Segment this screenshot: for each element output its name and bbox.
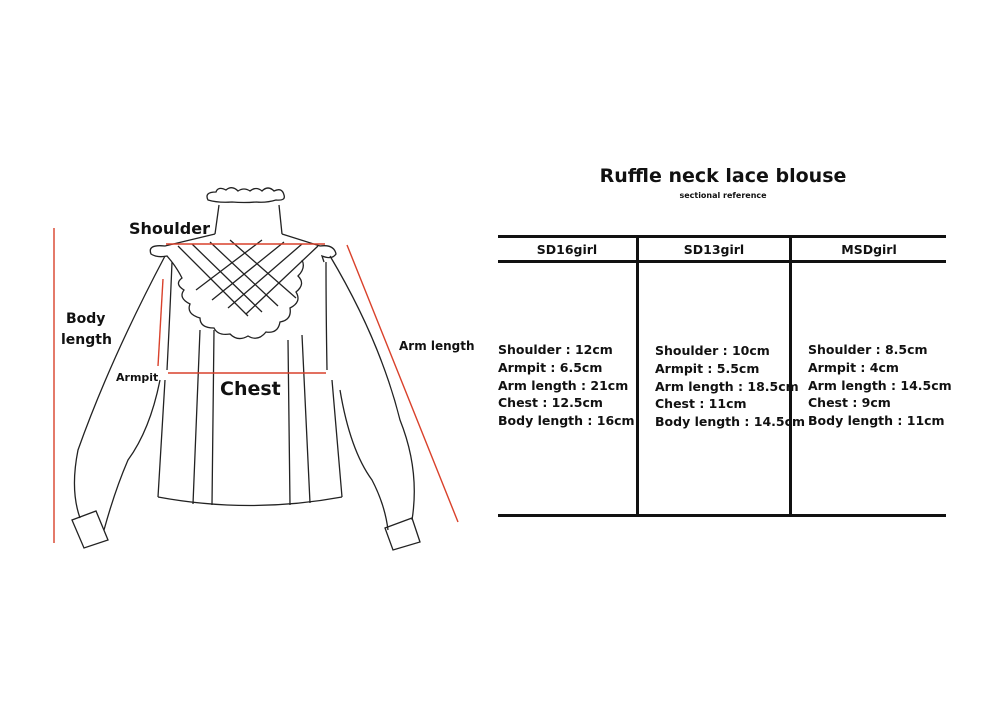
measurement-row: Arm length : 18.5cm [655,378,799,394]
chest-label: Chest [220,378,281,400]
measurement-row: Arm length : 14.5cm [808,377,952,393]
measurement-row: Chest : 11cm [655,396,747,412]
collar-ruffle [206,187,285,204]
armpit-line [157,278,164,367]
shoulder-label: Shoulder [129,219,210,238]
table-bottom-border [498,514,946,517]
table-column-divider [636,236,639,516]
chart-subtitle: sectional reference [679,191,767,200]
measurement-row: Body length : 14.5cm [655,414,806,430]
measurement-row: Shoulder : 10cm [655,343,770,358]
chart-title: Ruffle neck lace blouse [599,165,847,187]
measurement-row: Arm length : 21cm [498,377,629,393]
measurement-row: Body length : 11cm [808,413,945,429]
blouse-outline [71,187,421,551]
arm-length-label: Arm length [399,339,475,353]
column-header-sd16girl: SD16girl [536,242,598,257]
msdgirl-measurements: Shoulder : 8.5cm Armpit : 4cm Arm length… [808,341,952,430]
measurement-row: Body length : 16cm [498,413,635,429]
measurement-row: Armpit : 6.5cm [498,359,603,375]
table-top-border [498,235,946,238]
table-header-border [498,260,946,263]
armpit-label: Armpit [116,371,159,384]
arm-length-line [346,244,459,523]
measurement-row: Armpit : 5.5cm [655,360,760,376]
sd16girl-measurements: Shoulder : 12cm Armpit : 6.5cm Arm lengt… [498,341,635,430]
right-cuff [384,517,421,551]
measurement-row: Chest : 9cm [808,395,891,411]
body-length-label-line2: length [61,332,112,348]
measurement-row: Armpit : 4cm [808,359,899,375]
measurement-row: Chest : 12.5cm [498,395,603,411]
measurement-row: Shoulder : 12cm [498,342,613,357]
left-cuff [71,510,109,549]
column-header-sd13girl: SD13girl [683,242,745,257]
measurement-row: Shoulder : 8.5cm [808,342,928,357]
sd13girl-measurements: Shoulder : 10cm Armpit : 5.5cm Arm lengt… [655,342,805,431]
column-header-msdgirl: MSDgirl [841,242,897,257]
measurement-lines [53,228,459,543]
table-column-divider [789,236,792,516]
neck [214,204,283,235]
body-length-label-line1: Body [66,311,106,327]
